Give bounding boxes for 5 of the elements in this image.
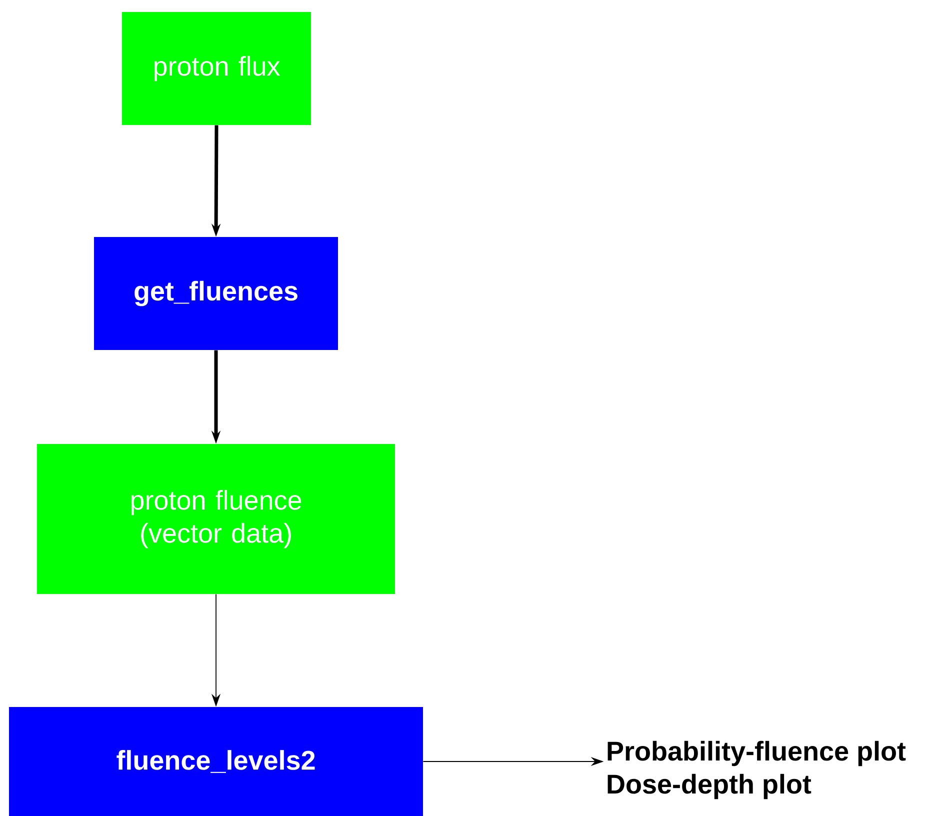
process-box: fluence_levels2: [9, 707, 423, 816]
output-text: Probability-fluence plot Dose-depth plot: [608, 740, 906, 800]
data-box: proton fluence (vector data): [37, 444, 395, 594]
data-box: proton flux: [122, 12, 311, 125]
process-box: get_fluences: [94, 237, 338, 350]
